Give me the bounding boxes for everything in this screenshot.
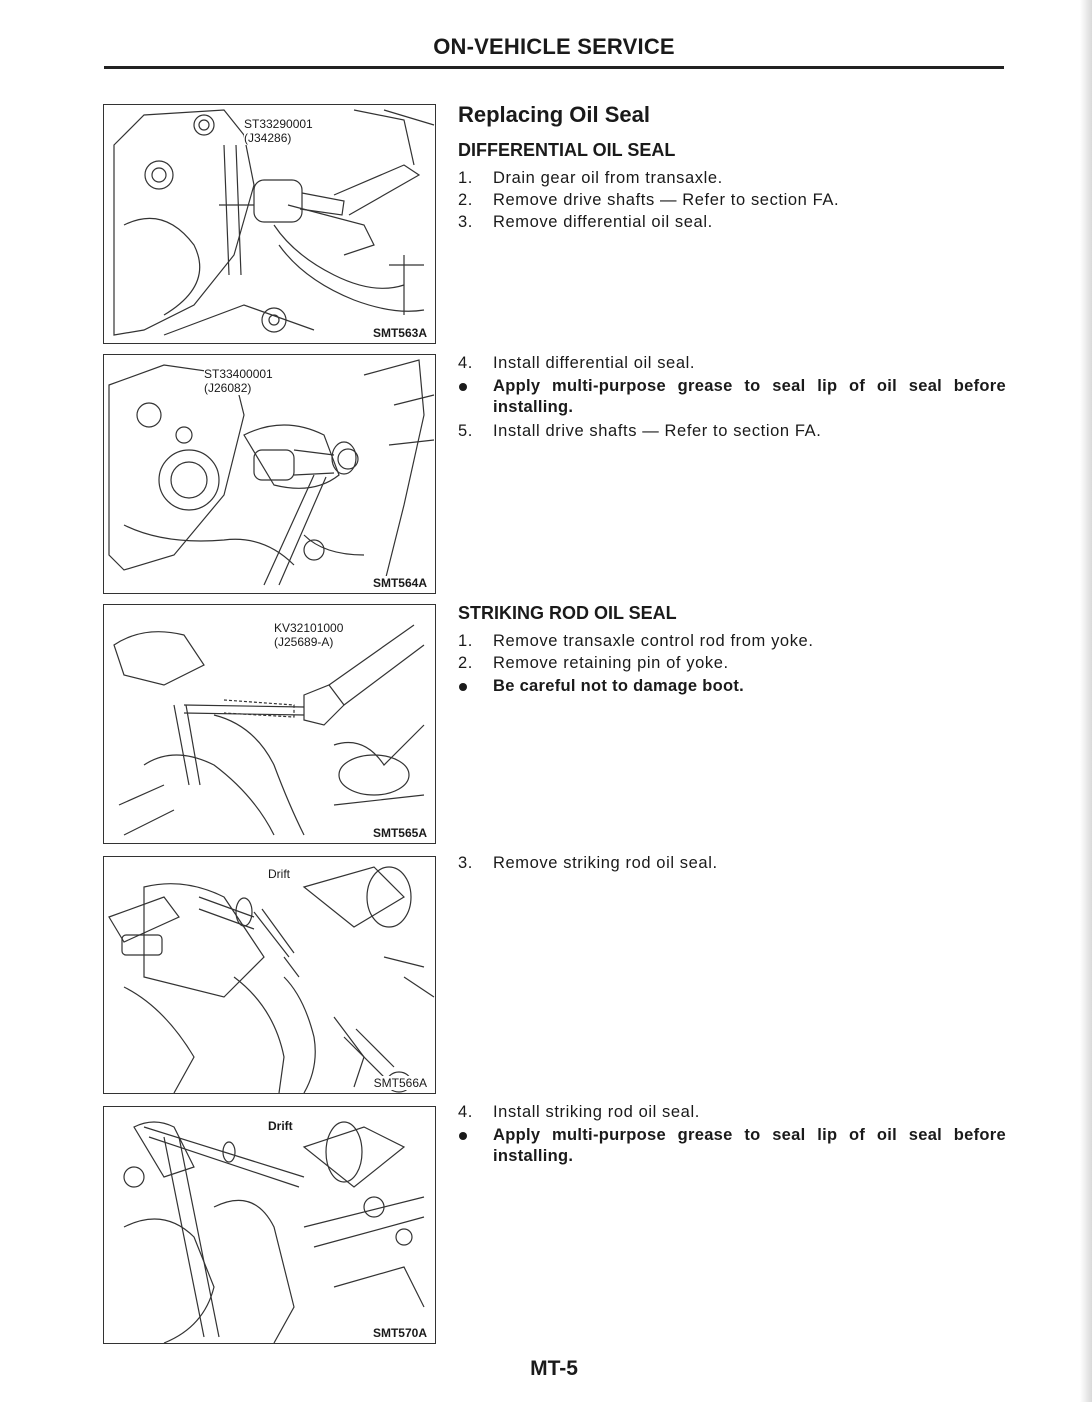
bullet-icon [459, 383, 467, 391]
tool-alt-number: (J34286) [244, 131, 292, 145]
section-title: Replacing Oil Seal [458, 102, 650, 127]
step-item: 1.Drain gear oil from transaxle. [458, 169, 723, 187]
striking-rod-removal-steps: 1.Remove transaxle control rod from yoke… [458, 630, 1006, 699]
step-item: 2.Remove retaining pin of yoke. [458, 654, 729, 672]
tool-number: ST33290001 [244, 117, 313, 131]
header-rule [104, 66, 1004, 69]
figure-code: SMT570A [370, 1326, 429, 1340]
tool-number: Drift [268, 867, 290, 881]
page-number: MT-5 [530, 1357, 578, 1380]
figure-code: SMT563A [370, 326, 429, 340]
differential-install-steps: 4.Install differential oil seal. Apply m… [458, 352, 1006, 442]
figure-smt563a-drawing [113, 109, 435, 336]
page-edge-shadow [1080, 0, 1092, 1402]
caution-note: Apply multi-purpose grease to seal lip o… [458, 1125, 1006, 1167]
tool-number-callout: ST33400001 (J26082) [204, 367, 273, 395]
striking-rod-install-steps: 4.Install striking rod oil seal. Apply m… [458, 1101, 1006, 1169]
tool-alt-number: (J25689-A) [274, 635, 334, 649]
tool-number-callout: ST33290001 (J34286) [244, 117, 313, 145]
figure-code: SMT566A [371, 1076, 429, 1090]
figure-smt570a-drawing [123, 1121, 425, 1343]
step-item: 5.Install drive shafts — Refer to sectio… [458, 422, 822, 440]
tool-number: KV32101000 [274, 621, 344, 635]
figure-code: SMT564A [370, 576, 429, 590]
figure-smt566a-drawing [108, 866, 435, 1093]
step-item: 4.Install striking rod oil seal. [458, 1103, 700, 1121]
tool-number-callout: KV32101000 (J25689-A) [274, 621, 344, 649]
step-item: 2.Remove drive shafts — Refer to section… [458, 191, 840, 209]
step-item: 3.Remove differential oil seal. [458, 213, 713, 231]
striking-rod-heading: STRIKING ROD OIL SEAL [458, 603, 677, 623]
page-title: ON-VEHICLE SERVICE [433, 34, 675, 59]
figure-smt564a: ST33400001 (J26082) SMT564A [103, 354, 436, 594]
caution-note: Be careful not to damage boot. [458, 676, 1006, 697]
tool-alt-number: (J26082) [204, 381, 252, 395]
tool-number-callout: Drift [268, 867, 290, 881]
figure-smt565a-drawing [113, 624, 425, 836]
caution-note: Apply multi-purpose grease to seal lip o… [458, 376, 1006, 418]
figure-smt566a: Drift SMT566A [103, 856, 436, 1094]
figure-smt564a-drawing [108, 359, 435, 586]
figure-smt570a: Drift SMT570A [103, 1106, 436, 1344]
step-item: 3.Remove striking rod oil seal. [458, 854, 718, 872]
tool-number-callout: Drift [268, 1119, 293, 1133]
step-item: 1.Remove transaxle control rod from yoke… [458, 632, 814, 650]
tool-number: Drift [268, 1119, 293, 1133]
figure-smt563a: ST33290001 (J34286) SMT563A [103, 104, 436, 344]
figure-smt565a: KV32101000 (J25689-A) SMT565A [103, 604, 436, 844]
bullet-icon [459, 1132, 467, 1140]
differential-heading: DIFFERENTIAL OIL SEAL [458, 140, 676, 160]
figure-code: SMT565A [370, 826, 429, 840]
differential-removal-steps: 1.Drain gear oil from transaxle. 2.Remov… [458, 167, 1006, 233]
bullet-icon [459, 683, 467, 691]
striking-rod-remove-seal: 3.Remove striking rod oil seal. [458, 852, 1006, 874]
step-item: 4.Install differential oil seal. [458, 354, 696, 372]
tool-number: ST33400001 [204, 367, 273, 381]
